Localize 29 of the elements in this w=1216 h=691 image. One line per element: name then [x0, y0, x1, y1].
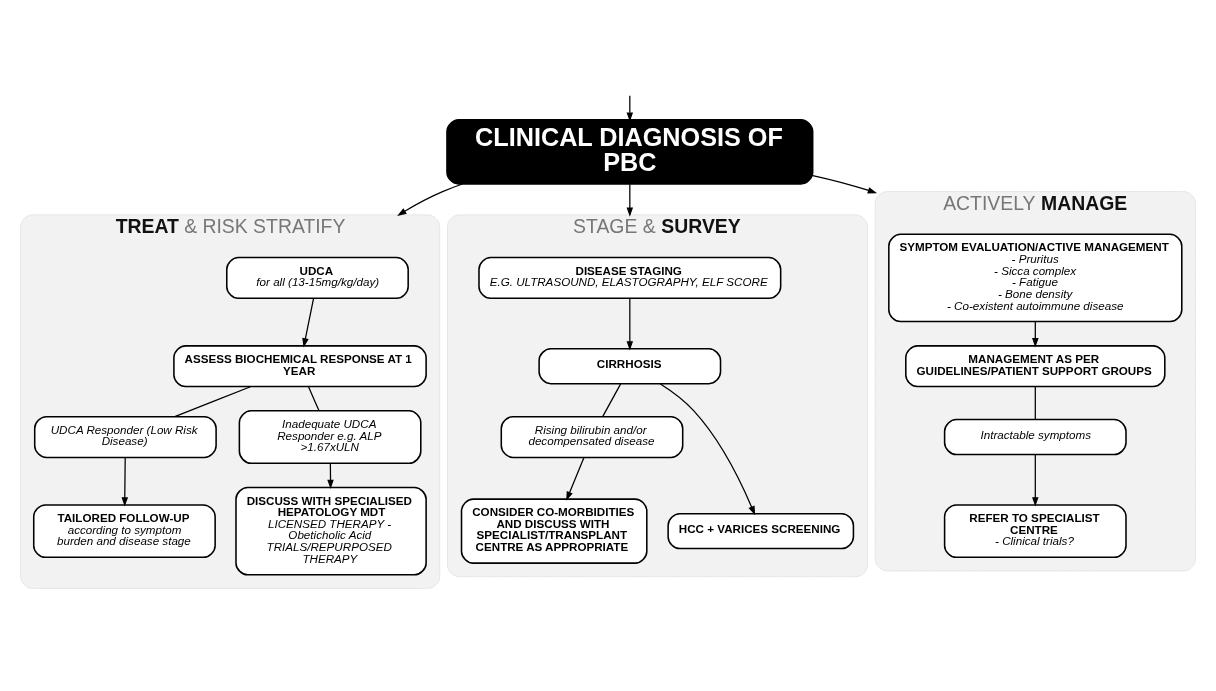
arrow — [659, 383, 756, 516]
node-box: TAILORED FOLLOW-UP according to symptom burden and disease stage — [32, 504, 216, 559]
arrow — [626, 297, 634, 351]
node-box: SYMPTOM EVALUATION/ACTIVE MANAGEMENT - Pruritus - Sicca complex - Fatigue - Bone density - Co-existent autoimmune disease — [888, 233, 1183, 323]
arrow — [302, 297, 315, 348]
arrow — [1032, 454, 1039, 507]
node-box: DISCUSS WITH SPECIALISED HEPATOLOGY MDT LICENSED THERAPY - Obeticholic Acid TRIALS/REPURPOSED THERAPY — [235, 486, 427, 576]
arrow — [812, 174, 878, 194]
node-box: UDCA for all (13-15mg/kg/day) — [226, 256, 409, 300]
connector — [602, 383, 622, 418]
connector — [174, 386, 252, 418]
node-box: MANAGEMENT AS PER GUIDELINES/PATIENT SUPPORT GROUPS — [905, 345, 1166, 388]
node-box: Rising bilirubin and/or decompensated disease — [500, 415, 684, 459]
connector — [1034, 386, 1036, 421]
node-box: Intractable symptoms — [943, 418, 1127, 456]
node-box: REFER TO SPECIALIST CENTRE - Clinical trials? — [943, 504, 1127, 559]
node-box: Inadequate UDCA Responder e.g. ALP >1.67xULN — [238, 410, 422, 464]
node-box: ASSESS BIOCHEMICAL RESPONSE AT 1 YEAR — [173, 345, 427, 388]
node-box: CLINICAL DIAGNOSIS OF PBC — [446, 119, 814, 185]
node-box: CIRRHOSIS — [538, 348, 722, 385]
connector — [307, 386, 320, 412]
arrow — [121, 456, 129, 507]
arrow — [566, 456, 585, 501]
node-box: UDCA Responder (Low Risk Disease) — [33, 415, 217, 459]
node-box: DISEASE STAGING E.G. ULTRASOUND, ELASTOGRAPHY, ELF SCORE — [478, 256, 782, 300]
node-box: CONSIDER CO-MORBIDITIES AND DISCUSS WITH SPECIALIST/TRANSPLANT CENTRE AS APPROPRIATE — [460, 498, 648, 564]
node-box: HCC + VARICES SCREENING — [667, 512, 855, 550]
arrow — [626, 183, 634, 217]
arrow — [397, 183, 464, 216]
